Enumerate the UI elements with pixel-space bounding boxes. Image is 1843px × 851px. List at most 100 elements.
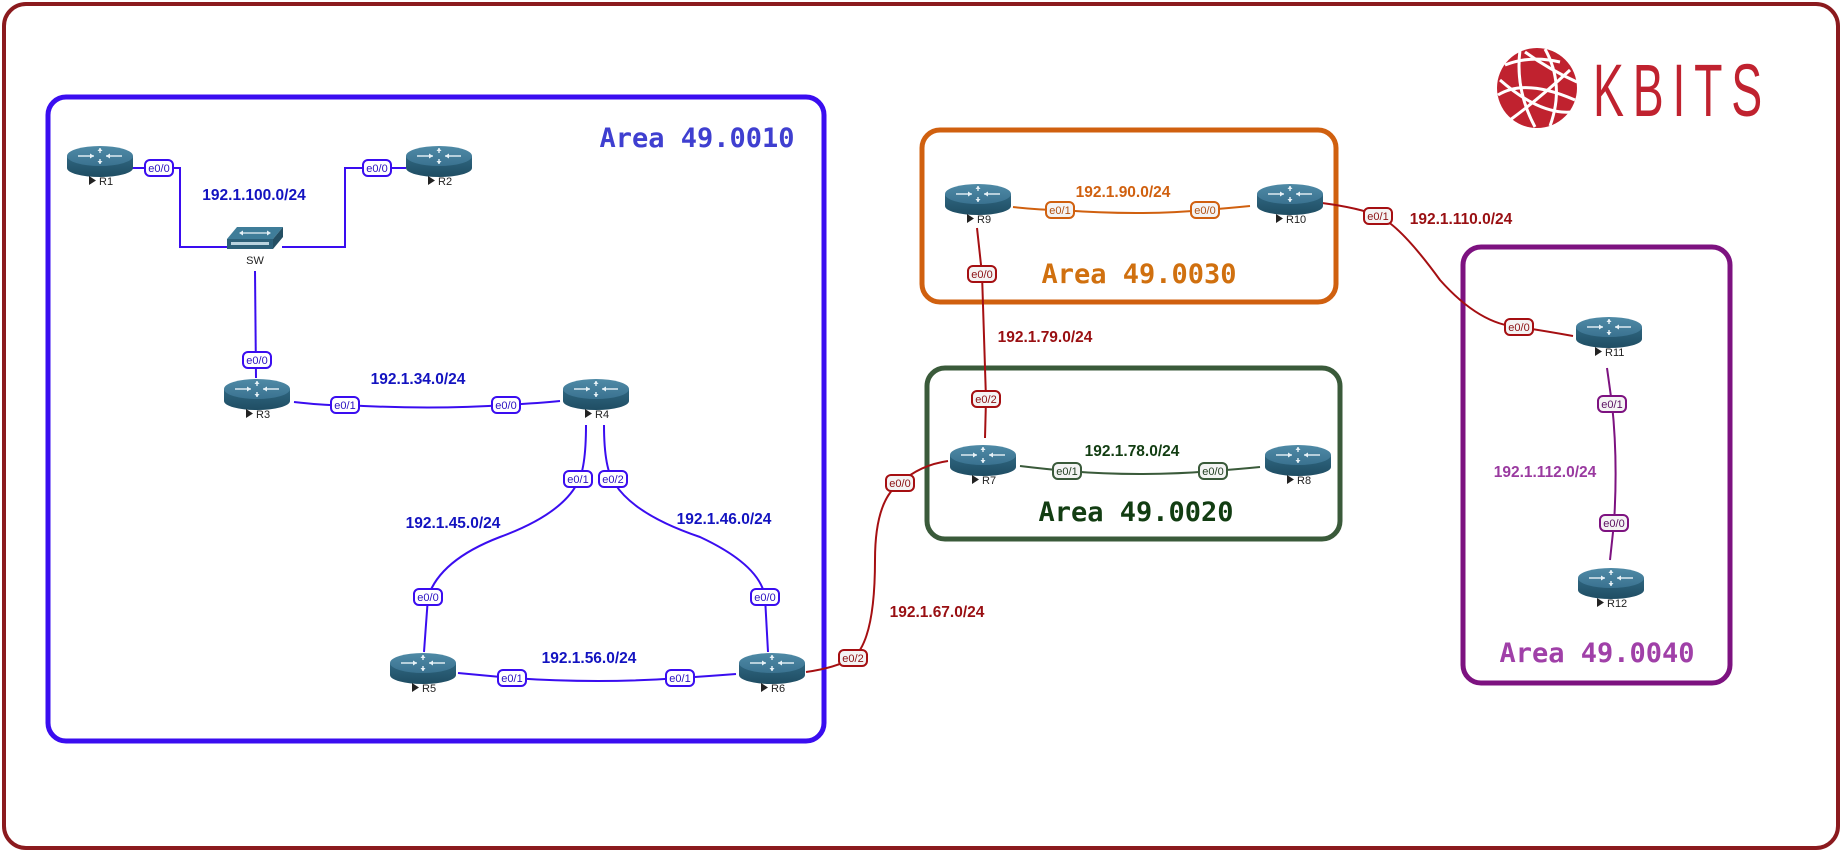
router-node[interactable]: R5 xyxy=(389,652,457,695)
area-title-49-0040: Area 49.0040 xyxy=(1499,638,1694,669)
interface-label: e0/1 xyxy=(669,673,690,685)
interface-label: e0/1 xyxy=(501,673,522,685)
network-label: 192.1.90.0/24 xyxy=(1076,184,1171,201)
link-r1-sw[interactable] xyxy=(132,167,228,248)
router-node[interactable]: R8 xyxy=(1264,444,1332,487)
interface-badge[interactable]: e0/1 xyxy=(1363,207,1393,225)
interface-label: e0/0 xyxy=(1603,518,1624,530)
router-node[interactable]: R7 xyxy=(949,444,1017,487)
link-r9-r7[interactable] xyxy=(976,227,988,439)
link-r2-sw[interactable] xyxy=(282,167,406,248)
node-label: R8 xyxy=(1297,475,1311,487)
interface-badge[interactable]: e0/0 xyxy=(750,588,780,606)
router-node[interactable]: R11 xyxy=(1575,316,1643,359)
play-icon[interactable] xyxy=(972,475,979,484)
globe-icon xyxy=(1497,48,1578,128)
network-label: 192.1.56.0/24 xyxy=(542,650,637,667)
router-node[interactable]: R9 xyxy=(944,183,1012,226)
interface-label: e0/2 xyxy=(975,394,996,406)
play-icon[interactable] xyxy=(1276,214,1283,223)
play-icon[interactable] xyxy=(1597,598,1604,607)
play-icon[interactable] xyxy=(761,683,768,692)
interface-label: e0/0 xyxy=(1194,205,1215,217)
interface-label: e0/1 xyxy=(1601,399,1622,411)
router-node[interactable]: R12 xyxy=(1577,567,1645,610)
node-label: R1 xyxy=(99,176,113,188)
interface-label: e0/0 xyxy=(971,269,992,281)
interface-label: e0/0 xyxy=(754,592,775,604)
router-icon xyxy=(66,145,134,178)
logo-text: KBITS xyxy=(1593,49,1771,132)
interface-badge[interactable]: e0/0 xyxy=(491,396,521,414)
area-title-49-0020: Area 49.0020 xyxy=(1038,497,1233,528)
network-label: 192.1.67.0/24 xyxy=(890,604,985,621)
interface-badge[interactable]: e0/1 xyxy=(1597,395,1627,413)
router-node[interactable]: R2 xyxy=(405,145,473,188)
router-icon xyxy=(738,652,806,685)
interface-badge[interactable]: e0/1 xyxy=(1052,462,1082,480)
kbits-logo: KBITS xyxy=(1497,48,1771,132)
interface-badge[interactable]: e0/2 xyxy=(838,649,868,667)
area-box-49-0010 xyxy=(45,94,827,744)
router-node[interactable]: R6 xyxy=(738,652,806,695)
play-icon[interactable] xyxy=(585,409,592,418)
node-label: R5 xyxy=(422,683,436,695)
play-icon[interactable] xyxy=(1595,347,1602,356)
interface-label: e0/0 xyxy=(366,163,387,175)
interface-badge[interactable]: e0/1 xyxy=(497,669,527,687)
interface-badge[interactable]: e0/0 xyxy=(1504,318,1534,336)
node-label: R6 xyxy=(771,683,785,695)
link-r4-r6[interactable] xyxy=(603,424,769,653)
network-label: 192.1.46.0/24 xyxy=(677,511,772,528)
link-r3-r4[interactable] xyxy=(293,400,561,409)
interface-badge[interactable]: e0/0 xyxy=(144,159,174,177)
switch-node[interactable]: SW xyxy=(226,226,284,267)
interface-label: e0/2 xyxy=(602,474,623,486)
interface-badge[interactable]: e0/0 xyxy=(1190,201,1220,219)
interface-badge[interactable]: e0/2 xyxy=(971,390,1001,408)
interface-badge[interactable]: e0/0 xyxy=(967,265,997,283)
network-label: 192.1.110.0/24 xyxy=(1410,211,1513,228)
node-label: R7 xyxy=(982,475,996,487)
interface-label: e0/0 xyxy=(1508,322,1529,334)
node-label: R3 xyxy=(256,409,270,421)
node-label: R11 xyxy=(1605,347,1624,359)
router-icon xyxy=(1264,444,1332,477)
interface-badge[interactable]: e0/1 xyxy=(665,669,695,687)
play-icon[interactable] xyxy=(1287,475,1294,484)
node-label: R2 xyxy=(438,176,452,188)
interface-badge[interactable]: e0/0 xyxy=(1599,514,1629,532)
interface-badge[interactable]: e0/0 xyxy=(362,159,392,177)
interface-badge[interactable]: e0/0 xyxy=(413,588,443,606)
play-icon[interactable] xyxy=(412,683,419,692)
router-node[interactable]: R4 xyxy=(562,378,630,421)
interface-badge[interactable]: e0/2 xyxy=(598,470,628,488)
play-icon[interactable] xyxy=(428,176,435,185)
interface-badge[interactable]: e0/0 xyxy=(885,474,915,492)
node-label: R4 xyxy=(595,409,609,421)
router-icon xyxy=(1256,183,1324,216)
router-icon xyxy=(405,145,473,178)
play-icon[interactable] xyxy=(967,214,974,223)
play-icon[interactable] xyxy=(89,176,96,185)
router-node[interactable]: R1 xyxy=(66,145,134,188)
interface-label: e0/1 xyxy=(567,474,588,486)
interface-badge[interactable]: e0/0 xyxy=(1198,462,1228,480)
play-icon[interactable] xyxy=(246,409,253,418)
network-label: 192.1.34.0/24 xyxy=(371,371,466,388)
link-r7-r8[interactable] xyxy=(1019,465,1261,475)
router-node[interactable]: R10 xyxy=(1256,183,1324,226)
area-box-49-0030 xyxy=(919,127,1339,305)
router-node[interactable]: R3 xyxy=(223,378,291,421)
interface-badge[interactable]: e0/1 xyxy=(330,396,360,414)
interface-badge[interactable]: e0/1 xyxy=(563,470,593,488)
interface-badge[interactable]: e0/1 xyxy=(1045,201,1075,219)
link-r4-r5[interactable] xyxy=(423,424,587,653)
link-r9-r10[interactable] xyxy=(1012,205,1251,214)
link-r5-r6[interactable] xyxy=(457,672,737,682)
area-title-49-0030: Area 49.0030 xyxy=(1041,259,1236,290)
interface-label: e0/0 xyxy=(417,592,438,604)
interface-badge[interactable]: e0/0 xyxy=(242,351,272,369)
